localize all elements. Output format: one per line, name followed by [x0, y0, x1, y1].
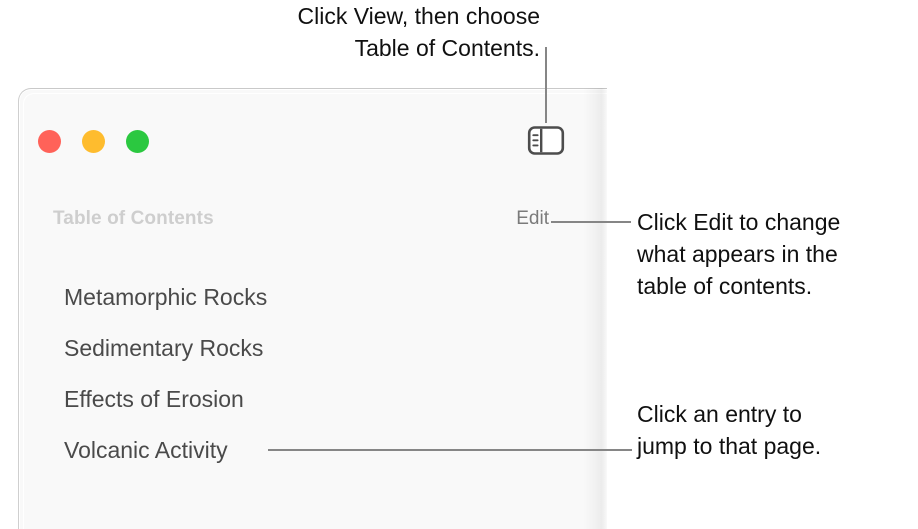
table-of-contents-list: Metamorphic Rocks Sedimentary Rocks Effe…	[64, 278, 267, 482]
callout-leader-line-entry	[268, 449, 632, 451]
sidebar-header: Table of Contents Edit	[53, 208, 549, 230]
edit-button[interactable]: Edit	[516, 208, 549, 229]
toc-entry[interactable]: Metamorphic Rocks	[64, 284, 268, 310]
callout-edit-button: Click Edit to change what appears in the…	[637, 209, 841, 299]
callout-view-menu: Click View, then choose Table of Content…	[297, 3, 541, 61]
callout-leader-line-view	[545, 47, 547, 123]
sidebar-toggle-button[interactable]	[527, 124, 565, 157]
toc-entry[interactable]: Sedimentary Rocks	[64, 335, 264, 361]
sidebar-toggle-icon	[527, 126, 565, 155]
callout-leader-line-edit	[551, 221, 631, 223]
toc-entry[interactable]: Volcanic Activity	[64, 437, 228, 463]
sidebar-title: Table of Contents	[53, 208, 214, 229]
callout-toc-entry: Click an entry to jump to that page.	[637, 401, 822, 459]
zoom-button[interactable]	[126, 130, 149, 153]
close-button[interactable]	[38, 130, 61, 153]
window-controls	[38, 130, 149, 153]
app-window	[18, 88, 607, 529]
toc-entry[interactable]: Effects of Erosion	[64, 386, 244, 412]
minimize-button[interactable]	[82, 130, 105, 153]
